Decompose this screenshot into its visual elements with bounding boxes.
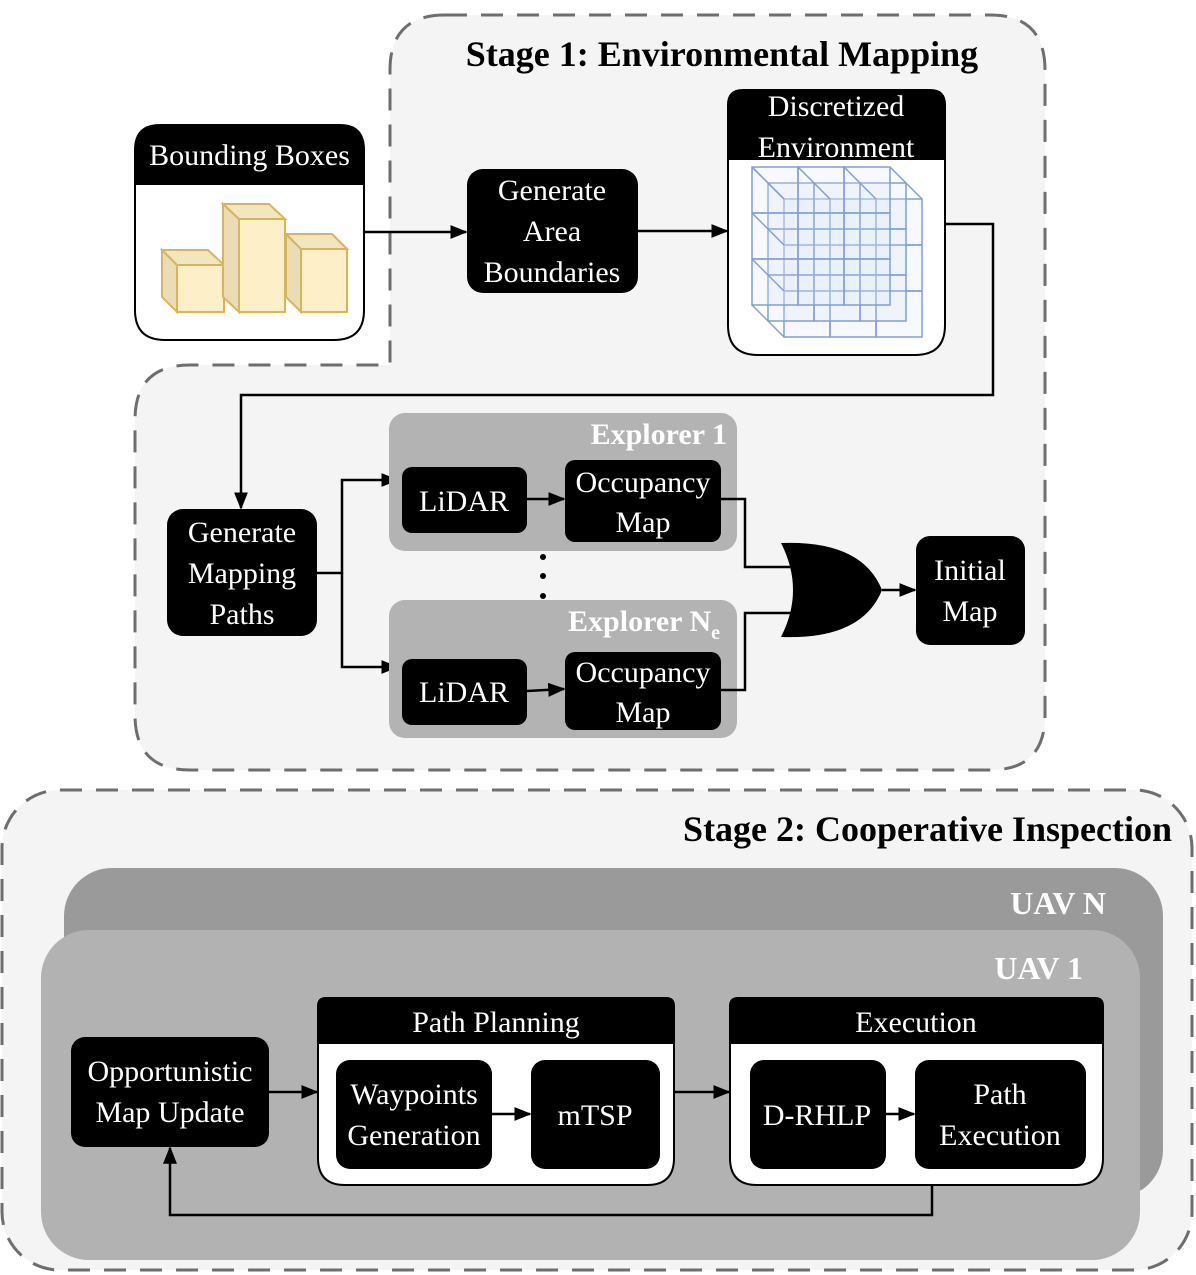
path-execution-line1: Path: [973, 1078, 1026, 1111]
occupancy-n-line1: Occupancy: [576, 656, 711, 689]
voxel-grid-icon: [751, 166, 923, 338]
path-execution-node: [915, 1060, 1086, 1169]
voxel-edge: [751, 258, 785, 292]
discretized-line1: Discretized: [768, 90, 905, 123]
path-planning-title: Path Planning: [412, 1006, 580, 1039]
generate-area-line1: Generate: [498, 174, 606, 207]
bounding-boxes-label: Bounding Boxes: [149, 139, 350, 172]
execution-group: Execution D-RHLP Path Execution: [729, 997, 1104, 1186]
discretized-environment-node: Discretized Environment: [727, 89, 946, 356]
mapping-line2: Mapping: [188, 557, 296, 590]
map-update-line2: Map Update: [95, 1096, 244, 1129]
waypoints-line2: Generation: [347, 1119, 480, 1152]
path-execution-line2: Execution: [939, 1119, 1061, 1152]
drhlp-label: D-RHLP: [763, 1099, 871, 1132]
execution-title: Execution: [855, 1006, 977, 1039]
map-update-node: Opportunistic Map Update: [71, 1037, 269, 1147]
arrow-discretized-to-mapping: [234, 222, 995, 510]
mtsp-node: [531, 1060, 660, 1169]
lidar-n-label: LiDAR: [419, 676, 509, 709]
generate-area-line2: Area: [523, 215, 581, 248]
or-gate-icon: [781, 542, 882, 638]
ellipsis-dots: [540, 554, 546, 599]
generate-area-boundaries-node: Generate Area Boundaries: [467, 169, 638, 293]
lidar-1-node: [402, 467, 527, 533]
stage2-title: Stage 2: Cooperative Inspection: [683, 809, 1172, 849]
drhlp-node: [750, 1060, 886, 1169]
path-planning-group: Path Planning Waypoints Generation mTSP: [317, 997, 675, 1186]
arrow-feedback-to-mapupdate: [163, 1146, 934, 1217]
initial-map-node: Initial Map: [916, 536, 1025, 645]
explorer-n-label-sub: e: [711, 622, 720, 644]
line-occ1-to-gate: [721, 497, 792, 569]
voxel-cell: [843, 212, 891, 260]
bounding-boxes-node: Bounding Boxes: [134, 124, 365, 341]
voxel-edge: [843, 166, 877, 200]
voxel-cell: [843, 258, 891, 306]
arrow-mapping-to-explorerN: [340, 573, 399, 674]
voxel-edge: [751, 212, 785, 246]
generate-area-line3: Boundaries: [484, 256, 621, 289]
occupancy-n-line2: Map: [616, 696, 671, 729]
explorer-1-label: Explorer 1: [591, 418, 727, 451]
lidar-1-label: LiDAR: [419, 485, 509, 518]
generate-mapping-paths-node: Generate Mapping Paths: [167, 509, 317, 636]
occupancy-1-node: [565, 460, 721, 542]
voxel-edge: [797, 166, 831, 200]
occupancy-1-line2: Map: [616, 506, 671, 539]
explorer-n-group: Explorer Ne LiDAR Occupancy Map: [389, 600, 737, 738]
explorer-1-group: Explorer 1 LiDAR Occupancy Map: [389, 413, 737, 551]
voxel-edge: [889, 166, 923, 200]
occupancy-n-node: [565, 652, 721, 730]
mapping-line3: Paths: [209, 598, 274, 631]
initial-map-line2: Map: [943, 595, 998, 628]
waypoints-node: [336, 1060, 492, 1169]
voxel-edge: [751, 166, 785, 200]
explorer-n-label-main: Explorer N: [568, 605, 711, 638]
uav-n-label: UAV N: [1010, 885, 1106, 921]
voxel-cell: [797, 212, 845, 260]
initial-map-line1: Initial: [934, 554, 1006, 587]
waypoints-line1: Waypoints: [350, 1078, 478, 1111]
mtsp-label: mTSP: [557, 1099, 632, 1132]
uav-1-label: UAV 1: [994, 950, 1083, 986]
arrow-mapping-to-explorer1: [317, 473, 399, 575]
explorer-n-label: Explorer Ne: [568, 605, 720, 644]
arrow-lidarN-to-occN: [526, 682, 566, 697]
occupancy-1-line1: Occupancy: [576, 466, 711, 499]
lidar-n-node: [402, 659, 527, 725]
discretized-line2: Environment: [758, 131, 915, 164]
line-occN-to-gate: [721, 611, 792, 692]
map-update-line1: Opportunistic: [88, 1055, 253, 1088]
voxel-cell: [797, 258, 845, 306]
boxes-3d-icon: [159, 201, 350, 315]
voxel-edge: [751, 304, 785, 338]
mapping-line1: Generate: [188, 516, 296, 549]
stage1-title: Stage 1: Environmental Mapping: [466, 34, 978, 74]
